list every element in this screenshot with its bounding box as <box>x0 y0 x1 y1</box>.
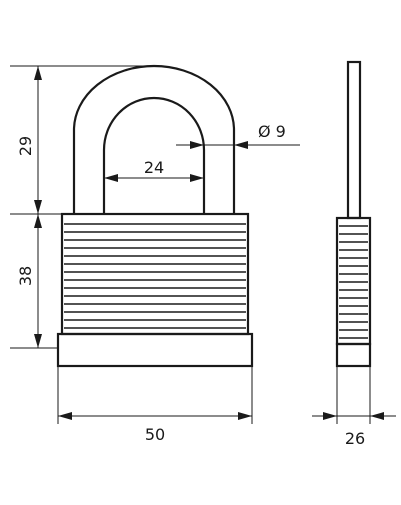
left-extension-lines <box>10 65 150 349</box>
shackle-diameter-dimension <box>176 141 300 149</box>
body-width-dimension <box>57 366 253 424</box>
side-fins <box>339 225 368 339</box>
side-base <box>335 342 372 368</box>
shackle-inner-outline <box>102 96 206 214</box>
side-body <box>335 216 372 346</box>
side-shackle <box>346 60 362 220</box>
shackle-inner-width-label: 24 <box>144 158 164 177</box>
body-height-label: 38 <box>16 266 35 286</box>
padlock-base <box>56 332 254 368</box>
shackle-inner-width-dimension <box>104 174 204 182</box>
body-width-label: 50 <box>145 425 165 444</box>
side-view <box>335 60 372 368</box>
body-thickness-dimension <box>312 366 396 424</box>
front-view <box>56 64 254 368</box>
shackle-height-dimension <box>34 66 42 214</box>
shackle-diameter-label: Ø 9 <box>258 122 286 141</box>
body-thickness-label: 26 <box>345 429 365 448</box>
body-fins <box>64 223 246 329</box>
shackle-outline <box>72 64 236 214</box>
shackle-height-label: 29 <box>16 136 35 156</box>
body-height-dimension <box>34 214 42 348</box>
